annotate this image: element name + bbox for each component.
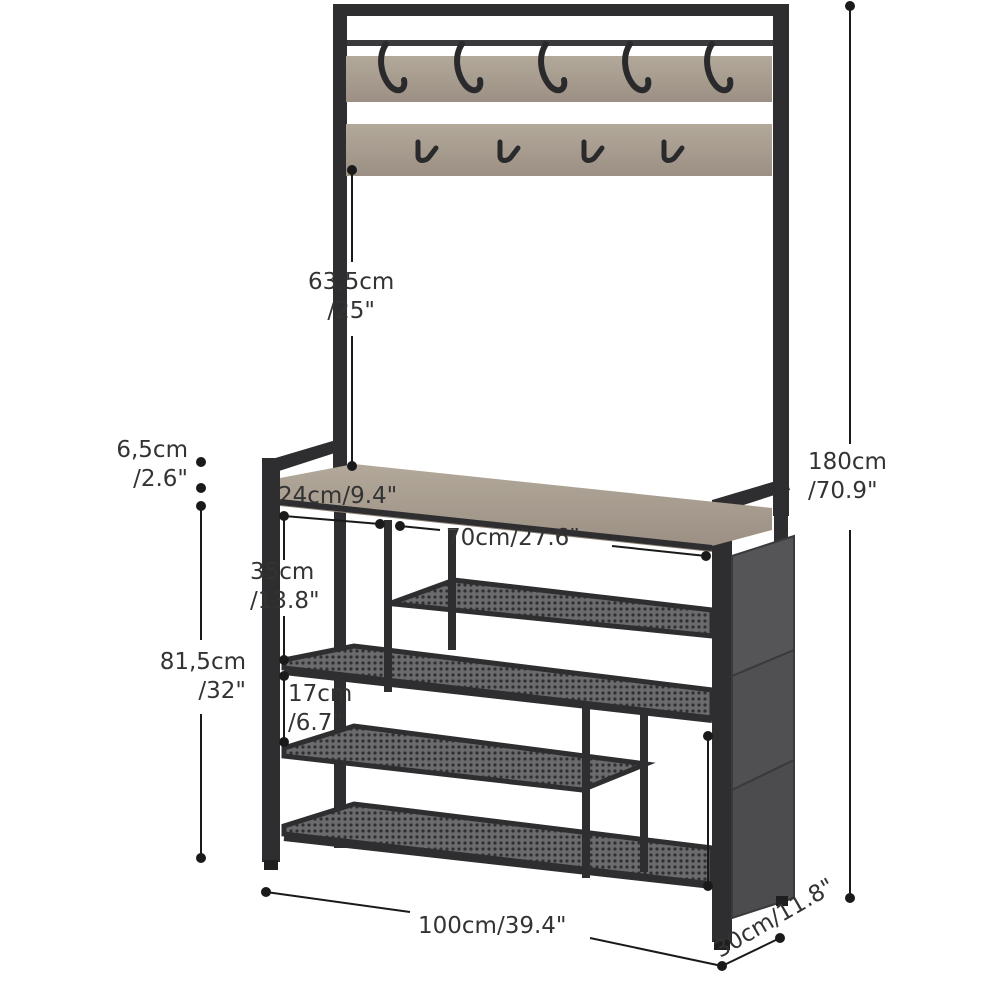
front-crossbars — [279, 499, 713, 889]
bench-thickness-label: 6,5cm /2.6" — [100, 436, 188, 494]
right-front-leg — [712, 500, 732, 942]
shelf-lower — [281, 723, 656, 793]
upper-frame — [333, 4, 789, 516]
top-rod — [347, 40, 773, 46]
bench-seat — [280, 464, 772, 546]
total-width-text: 100cm/39.4" — [418, 913, 567, 939]
shelf-bottom — [281, 801, 715, 887]
small-hook — [661, 139, 685, 163]
right-section-width-label: 70cm/27.6" — [446, 524, 580, 553]
small-shelf-gap-metric: 17cm — [288, 681, 353, 707]
feet — [264, 860, 788, 950]
left-armrest — [262, 440, 344, 472]
dimension-lines — [196, 1, 855, 971]
top-rail — [333, 4, 789, 16]
bag-pocket-bottom — [731, 758, 795, 920]
left-front-leg — [262, 458, 280, 862]
small-shelf-gap-imperial: /6.7" — [288, 710, 343, 736]
left-upright-post — [333, 4, 347, 472]
total-height-metric: 180cm — [808, 449, 887, 475]
right-upright-post — [773, 4, 789, 516]
depth-line — [721, 937, 781, 967]
total-width-line — [265, 891, 411, 913]
large-shelf-gap-label: 35cm /13.8" — [250, 558, 320, 616]
dividers — [384, 520, 648, 878]
bench-thickness-imperial: /2.6" — [133, 466, 188, 492]
hook-to-bench-label: 63,5cm /25" — [308, 268, 394, 326]
small-hook — [497, 139, 521, 163]
large-hook — [538, 41, 568, 94]
bench-thickness-metric: 6,5cm — [116, 437, 188, 463]
right-width-line — [399, 525, 441, 531]
shelf-top — [391, 577, 715, 639]
total-width-label: 100cm/39.4" — [418, 912, 567, 941]
left-width-line — [283, 515, 381, 525]
large-hook — [704, 41, 734, 94]
small-shelf-gap-label: 17cm /6.7" — [288, 680, 352, 738]
hook-to-bench-imperial: /25" — [327, 298, 375, 324]
small-hooks — [415, 139, 685, 163]
large-shelf-gap-imperial: /13.8" — [250, 588, 320, 614]
upper-hook-board — [346, 56, 772, 102]
bench-height-imperial: /32" — [198, 678, 246, 704]
mid-divider — [448, 530, 456, 650]
hook-to-bench-metric: 63,5cm — [308, 269, 395, 295]
left-divider — [384, 520, 392, 692]
left-section-width-text: 24cm/9.4" — [278, 483, 398, 509]
left-section-width-label: 24cm/9.4" — [278, 482, 397, 511]
total-height-imperial: /70.9" — [808, 478, 878, 504]
bench-height-metric: 81,5cm — [159, 649, 246, 675]
total-height-label: 180cm /70.9" — [808, 448, 887, 506]
bench-height-label: 81,5cm /32" — [130, 648, 246, 706]
lower-hook-board — [346, 124, 772, 176]
small-hook — [415, 139, 439, 163]
large-hooks — [378, 41, 734, 94]
large-hook — [378, 41, 408, 94]
large-hook — [454, 41, 484, 94]
large-hook — [622, 41, 652, 94]
lower-divider-2 — [640, 712, 648, 872]
lower-divider — [582, 708, 590, 878]
right-section-width-text: 70cm/27.6" — [446, 525, 580, 551]
large-shelf-gap-metric: 35cm — [250, 559, 315, 585]
side-storage-bag — [731, 534, 795, 920]
small-hook — [581, 139, 605, 163]
